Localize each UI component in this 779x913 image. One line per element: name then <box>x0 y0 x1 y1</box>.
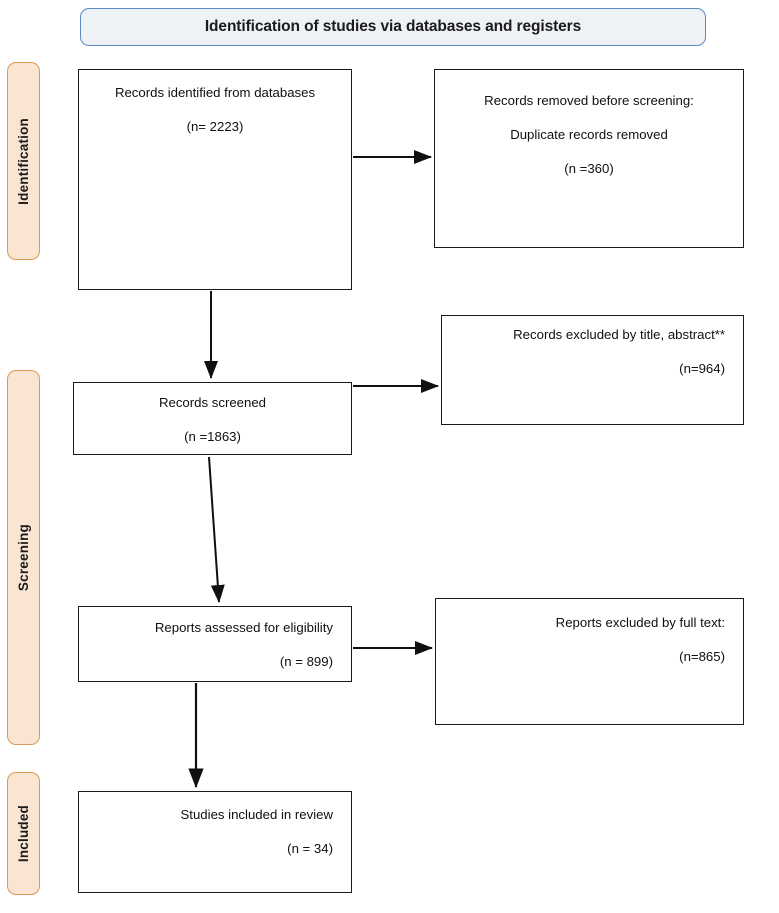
records-removed-label: Records removed before screening: <box>484 93 694 108</box>
records-removed-count: (n =360) <box>564 160 614 176</box>
records-excluded-title-label: Records excluded by title, abstract** <box>513 327 725 342</box>
reports-excluded-full-text-box: Reports excluded by full text: (n=865) <box>435 598 744 725</box>
reports-assessed-label: Reports assessed for eligibility <box>154 620 333 635</box>
diagram-title: Identification of studies via databases … <box>204 18 582 35</box>
stage-label-included: Included <box>7 772 40 895</box>
records-identified-label: Records identified from databases <box>114 85 316 100</box>
records-screened-count: (n =1863) <box>184 428 241 444</box>
stage-label-included-text: Included <box>16 804 31 863</box>
duplicate-records-removed-label: Duplicate records removed <box>510 126 668 142</box>
reports-assessed-count: (n = 899) <box>279 653 333 669</box>
records-identified-count: (n= 2223) <box>186 118 244 134</box>
studies-included-label: Studies included in review <box>180 807 333 822</box>
stage-label-screening: Screening <box>7 370 40 745</box>
stage-label-identification-text: Identification <box>16 117 31 205</box>
records-screened-box: Records screened (n =1863) <box>73 382 352 455</box>
arrow-screened-to-eligibility <box>208 456 225 603</box>
records-excluded-title-count: (n=964) <box>679 360 725 376</box>
reports-assessed-eligibility-box: Reports assessed for eligibility (n = 89… <box>78 606 352 682</box>
studies-included-box: Studies included in review (n = 34) <box>78 791 352 893</box>
studies-included-count: (n = 34) <box>287 840 333 856</box>
records-removed-box: Records removed before screening: Duplic… <box>434 69 744 248</box>
records-screened-label: Records screened <box>158 395 267 410</box>
stage-label-screening-text: Screening <box>16 523 31 592</box>
records-excluded-title-abstract-box: Records excluded by title, abstract** (n… <box>441 315 744 425</box>
reports-excluded-full-label: Reports excluded by full text: <box>555 615 725 630</box>
reports-excluded-full-count: (n=865) <box>679 648 725 664</box>
diagram-header-banner: Identification of studies via databases … <box>80 8 706 46</box>
stage-label-identification: Identification <box>7 62 40 260</box>
records-identified-box: Records identified from databases (n= 22… <box>78 69 352 290</box>
